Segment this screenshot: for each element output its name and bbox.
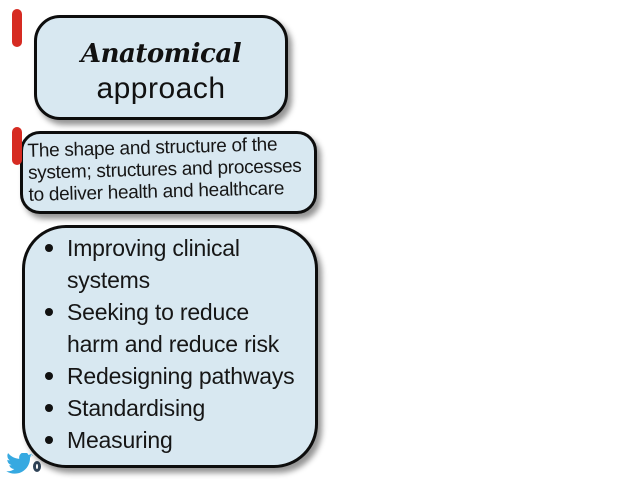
bullet-dot-icon (45, 308, 53, 316)
bullet-line: harm and reduce risk (67, 331, 280, 357)
bullet-line: Improving clinical (67, 235, 240, 261)
title-line-script: Anatomical (80, 39, 242, 69)
bullet-line: Seeking to reduce (67, 299, 250, 325)
list-item: Redesigning pathways (45, 360, 309, 392)
list-item: Improving clinical systems (45, 232, 309, 296)
title-box: Anatomical approach (34, 15, 288, 120)
bullet-list: Improving clinical systems Seeking to re… (25, 232, 315, 456)
ring-fragment-icon (33, 461, 41, 472)
bullet-box: Improving clinical systems Seeking to re… (22, 225, 318, 468)
description-text: The shape and structure of the system; s… (22, 126, 315, 207)
bullet-dot-icon (45, 404, 53, 412)
bullet-dot-icon (45, 436, 53, 444)
red-accent-bar-middle (12, 127, 22, 165)
title-line-sub: approach (96, 72, 226, 105)
red-accent-bar-top (12, 9, 22, 47)
bullet-line: Standardising (67, 395, 206, 421)
list-item: Seeking to reduce harm and reduce risk (45, 296, 309, 360)
bullet-line: Measuring (67, 427, 173, 453)
list-item: Measuring (45, 424, 309, 456)
bullet-line: Redesigning pathways (67, 363, 295, 389)
list-item: Standardising (45, 392, 309, 424)
twitter-bird-icon (6, 453, 33, 474)
bullet-dot-icon (45, 372, 53, 380)
bullet-dot-icon (45, 244, 53, 252)
description-box: The shape and structure of the system; s… (20, 131, 317, 214)
bullet-line: systems (67, 267, 150, 293)
